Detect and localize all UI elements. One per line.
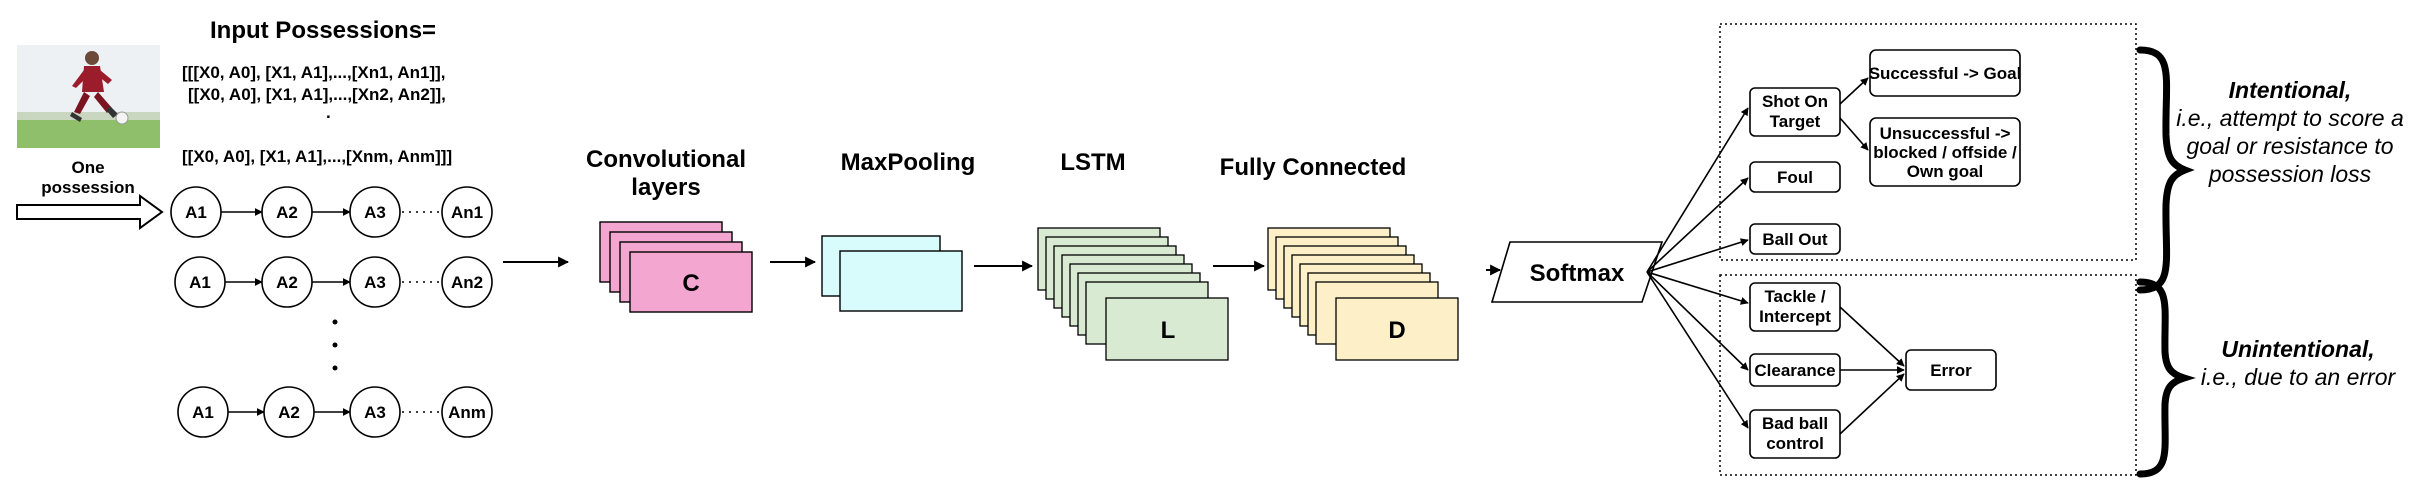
shot-label-line-1: Shot On bbox=[1762, 92, 1828, 111]
ball-out-label: Ball Out bbox=[1762, 230, 1828, 249]
chain-node-label: A2 bbox=[276, 273, 298, 292]
arrow-to-successful bbox=[1839, 77, 1869, 105]
lstm-title: LSTM bbox=[1060, 149, 1125, 176]
arrow-tackle-to-error bbox=[1839, 306, 1905, 367]
chain-row-1: A1 A2 A3 An1 bbox=[170, 186, 493, 238]
conv-title-line-2: layers bbox=[631, 174, 700, 201]
unintentional-brace bbox=[2136, 278, 2196, 478]
tackle-label-line-2: Intercept bbox=[1759, 307, 1831, 326]
conv-letter: C bbox=[682, 270, 699, 297]
chain-node-label: Anm bbox=[448, 403, 486, 422]
input-line-3: . bbox=[326, 103, 331, 122]
chain-ellipsis bbox=[332, 319, 338, 371]
successful-box bbox=[1869, 49, 2021, 97]
clearance-label: Clearance bbox=[1754, 361, 1835, 380]
possession-label-line-1: One bbox=[71, 158, 104, 177]
pool-title: MaxPooling bbox=[841, 149, 976, 176]
input-line-4: [[X0, A0], [X1, A1],...,[Xnm, Anm]]] bbox=[182, 147, 452, 166]
arrow-to-unsuccessful bbox=[1839, 117, 1869, 151]
input-line-2: [[X0, A0], [X1, A1],...,[Xn2, An2]], bbox=[188, 85, 446, 104]
foul-label: Foul bbox=[1777, 168, 1813, 187]
bad-control-label-line-1: Bad ball bbox=[1762, 414, 1828, 433]
shot-on-target-box bbox=[1749, 87, 1841, 137]
softmax-box bbox=[1490, 241, 1664, 303]
chain-node-label: An1 bbox=[451, 203, 483, 222]
chain-row-2: A1 A2 A3 An2 bbox=[174, 256, 493, 308]
unintentional-group bbox=[1719, 274, 2137, 476]
input-title: Input Possessions= bbox=[210, 17, 436, 44]
chain-node-label: An2 bbox=[451, 273, 483, 292]
intentional-group bbox=[1719, 23, 2137, 261]
pool-stack bbox=[821, 235, 963, 312]
lstm-stack bbox=[1037, 227, 1229, 361]
chain-node-label: A2 bbox=[276, 203, 298, 222]
possession-arrow bbox=[16, 194, 164, 230]
unsuccessful-label-line-3: Own goal bbox=[1907, 162, 1984, 181]
fc-letter: D bbox=[1388, 317, 1405, 344]
chain-node-label: A3 bbox=[364, 203, 386, 222]
chain-node-label: A3 bbox=[364, 403, 386, 422]
chain-node bbox=[441, 386, 493, 438]
fc-title: Fully Connected bbox=[1220, 154, 1407, 181]
softmax-label: Softmax bbox=[1530, 260, 1625, 287]
intentional-desc-line-2: goal or resistance to bbox=[2186, 133, 2393, 159]
unintentional-desc: i.e., due to an error bbox=[2201, 364, 2397, 390]
intentional-title: Intentional, bbox=[2229, 77, 2352, 103]
fc-stack bbox=[1267, 227, 1459, 361]
successful-label: Successful -> Goal bbox=[1869, 64, 2022, 83]
unsuccessful-box bbox=[1869, 117, 2021, 187]
chain-row-3: A1 A2 A3 Anm bbox=[177, 386, 493, 438]
chain-node-label: A3 bbox=[364, 273, 386, 292]
unsuccessful-label-line-2: blocked / offside / bbox=[1873, 143, 2017, 162]
chain-node bbox=[441, 186, 493, 238]
ball-out-box bbox=[1749, 223, 1841, 255]
conv-stack bbox=[599, 221, 753, 313]
unsuccessful-label-line-1: Unsuccessful -> bbox=[1880, 124, 2011, 143]
error-box bbox=[1905, 349, 1997, 391]
lstm-letter: L bbox=[1161, 317, 1176, 344]
chain-node bbox=[441, 256, 493, 308]
intentional-desc-line-3: possession loss bbox=[2208, 161, 2372, 187]
chain-node-label: A1 bbox=[185, 203, 207, 222]
bad-control-label-line-2: control bbox=[1766, 434, 1824, 453]
conv-title-line-1: Convolutional bbox=[586, 146, 746, 173]
unintentional-title: Unintentional, bbox=[2221, 336, 2374, 362]
chain-node-label: A1 bbox=[189, 273, 211, 292]
intentional-desc-line-1: i.e., attempt to score a bbox=[2176, 105, 2404, 131]
arrow-badcontrol-to-error bbox=[1839, 373, 1905, 435]
shot-label-line-2: Target bbox=[1770, 112, 1821, 131]
player-photo bbox=[17, 45, 160, 148]
input-line-1: [[[X0, A0], [X1, A1],...,[Xn1, An1]], bbox=[182, 63, 446, 82]
foul-box bbox=[1749, 161, 1841, 193]
chain-node-label: A1 bbox=[192, 403, 214, 422]
chain-node-label: A2 bbox=[278, 403, 300, 422]
error-label: Error bbox=[1930, 361, 1972, 380]
tackle-label-line-1: Tackle / bbox=[1764, 287, 1825, 306]
softmax-fanout bbox=[1646, 107, 1749, 429]
intentional-brace bbox=[2136, 46, 2195, 294]
possession-label-line-2: possession bbox=[41, 178, 135, 197]
